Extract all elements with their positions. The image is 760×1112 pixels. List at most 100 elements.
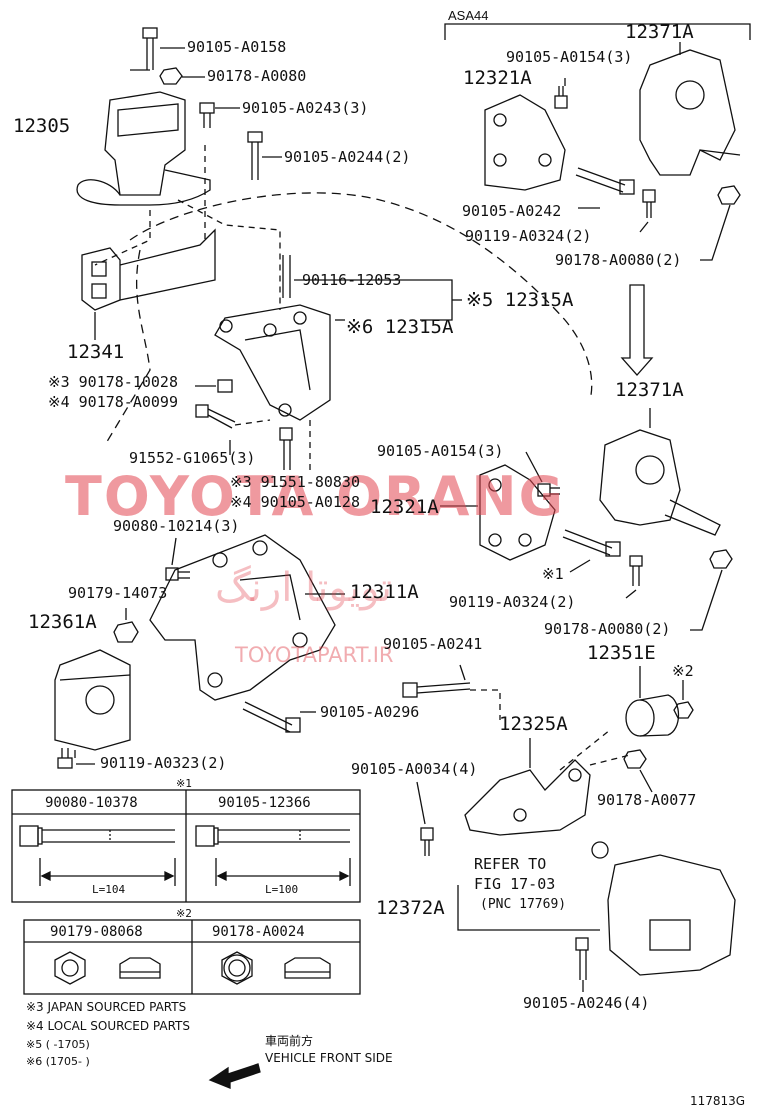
vehicle-front-arrow xyxy=(208,1063,261,1089)
label-mark2-nut: ※2 xyxy=(672,662,694,680)
note-mark5-date: ※5 ( -1705) xyxy=(26,1038,90,1051)
bracket-12321A-top-art xyxy=(484,94,566,191)
mount-12361A-art xyxy=(54,649,131,758)
vehicle-front-jp: 車両前方 xyxy=(265,1034,314,1048)
label-91552-G1065: 91552-G1065(3) xyxy=(129,449,256,467)
label-90105-A0244: 90105-A0244(2) xyxy=(284,148,411,166)
label-12371A-mid: 12371A xyxy=(615,379,684,401)
label-12361A: 12361A xyxy=(28,611,97,633)
bracket-12321A-mid-art xyxy=(479,464,556,561)
bracket-12341-art xyxy=(81,228,216,311)
mount-12372A-art xyxy=(591,841,736,976)
note-japan-sourced: ※3 JAPAN SOURCED PARTS xyxy=(26,1000,187,1014)
bolt-table-col2-length: L=100 xyxy=(265,883,299,896)
label-12321A-mid: 12321A xyxy=(370,496,439,518)
label-12325A: 12325A xyxy=(499,713,568,735)
watermark-url: TOYOTAPART.IR xyxy=(235,643,394,667)
label-12315A-mark5: ※5 12315A xyxy=(466,289,574,311)
bolt-table-frame xyxy=(11,789,361,903)
label-90105-A0296: 90105-A0296 xyxy=(320,703,420,721)
bolt-90105-A0244-art xyxy=(247,131,263,180)
refer-line3: (PNC 17769) xyxy=(480,897,567,912)
section-tag: ASA44 xyxy=(448,8,489,23)
label-12351E: 12351E xyxy=(587,642,656,664)
mount-12371A-mid-art xyxy=(599,429,721,536)
label-12371A-top: 12371A xyxy=(625,21,694,43)
bolt-90105-A0296-art xyxy=(242,701,301,733)
label-90178-A0077: 90178-A0077 xyxy=(597,791,697,809)
bolt-90105-A0158-art xyxy=(142,27,158,70)
bolt-90105-A0243-art xyxy=(199,102,215,128)
mount-12371A-top-art xyxy=(639,49,741,176)
label-90178-A0080: 90178-A0080 xyxy=(207,67,307,85)
watermark-latin: TOYOTA ORANG xyxy=(65,465,565,528)
bolt-90105-A0154-mid-art xyxy=(537,483,560,497)
bolt-90119-A0324-mid-art xyxy=(629,555,643,586)
nut-table-drawings xyxy=(54,951,331,985)
bolt-table-col1-length: L=104 xyxy=(92,883,126,896)
bolt-90105-A0154-top-art xyxy=(554,86,568,109)
bushing-12351E-art xyxy=(625,694,680,737)
bolt-long-mid-art xyxy=(562,529,621,557)
bolt-90119-A0324-top-art xyxy=(642,189,656,218)
label-90179-14073: 90179-14073 xyxy=(68,584,168,602)
label-90119-A0323: 90119-A0323(2) xyxy=(100,754,227,772)
label-90105-A0154-top: 90105-A0154(3) xyxy=(506,48,633,66)
nut-90178-A0080-mid-art xyxy=(709,549,733,569)
label-90116-12053: 90116-12053 xyxy=(302,271,402,289)
vehicle-front-en: VEHICLE FRONT SIDE xyxy=(265,1051,393,1065)
engine-outline-upper xyxy=(129,192,593,401)
bolt-90119-A0323-art xyxy=(57,748,73,769)
label-12372A: 12372A xyxy=(376,897,445,919)
engine-outline-left xyxy=(104,249,151,446)
bolt-table-mark: ※1 xyxy=(176,777,192,790)
bolt-table-col1-part: 90080-10378 xyxy=(45,795,138,811)
watermark-persian: تویوتا ارنگ xyxy=(215,565,392,611)
nut-table-col1-part: 90179-08068 xyxy=(50,924,143,940)
refer-line2: FIG 17-03 xyxy=(474,875,556,893)
label-90178-A0099: ※4 90178-A0099 xyxy=(48,393,178,411)
label-90105-A0241: 90105-A0241 xyxy=(383,635,483,653)
label-90119-A0324-top: 90119-A0324(2) xyxy=(465,227,592,245)
label-mark1-mid: ※1 xyxy=(542,565,564,583)
label-90105-A0246: 90105-A0246(4) xyxy=(523,994,650,1012)
nut-table-col2-part: 90178-A0024 xyxy=(212,924,305,940)
bracket-12325A-art xyxy=(464,759,591,836)
bolt-90105-A0034-art xyxy=(420,827,434,856)
nut-table-mark: ※2 xyxy=(176,907,192,920)
nut-90178-A0080-top-art xyxy=(717,185,741,205)
note-mark6-date: ※6 (1705- ) xyxy=(26,1055,90,1068)
bolt-90080-10214-art xyxy=(165,567,190,581)
refer-line1: REFER TO xyxy=(474,855,547,873)
figure-id: 117813G xyxy=(690,1094,746,1108)
note-local-sourced: ※4 LOCAL SOURCED PARTS xyxy=(26,1019,190,1033)
bolt-table-drawings xyxy=(19,825,351,886)
bolt-90105-A0241-art xyxy=(402,682,471,698)
nut-90178-A0077-art xyxy=(623,749,647,769)
bracket-12311A-art xyxy=(149,534,336,701)
transition-arrow xyxy=(620,284,654,376)
nut-90178-10028-art xyxy=(217,379,233,393)
nut-90178-A0080-art xyxy=(159,67,183,85)
label-90105-A0158: 90105-A0158 xyxy=(187,38,287,56)
label-12305: 12305 xyxy=(13,115,71,137)
label-12311A: 12311A xyxy=(350,581,419,603)
label-90105-A0034: 90105-A0034(4) xyxy=(351,760,478,778)
label-12341: 12341 xyxy=(67,341,125,363)
label-90178-A0080-mid: 90178-A0080(2) xyxy=(544,620,671,638)
bolt-90105-A0242-art xyxy=(575,167,635,195)
stud-90116-12053-art xyxy=(282,255,291,298)
bracket-12315A-art xyxy=(214,304,331,421)
label-90178-10028: ※3 90178-10028 xyxy=(48,373,178,391)
label-90105-A0154-mid: 90105-A0154(3) xyxy=(377,442,504,460)
bolt-91552-G1065-art xyxy=(195,404,236,429)
label-90105-A0242: 90105-A0242 xyxy=(462,202,562,220)
label-90119-A0324-mid: 90119-A0324(2) xyxy=(449,593,576,611)
label-90105-A0243: 90105-A0243(3) xyxy=(242,99,369,117)
label-90105-A0128: ※4 90105-A0128 xyxy=(230,493,360,511)
nut-table-frame xyxy=(23,919,361,995)
nut-90179-14073-art xyxy=(113,621,139,643)
label-90178-A0080-top: 90178-A0080(2) xyxy=(555,251,682,269)
